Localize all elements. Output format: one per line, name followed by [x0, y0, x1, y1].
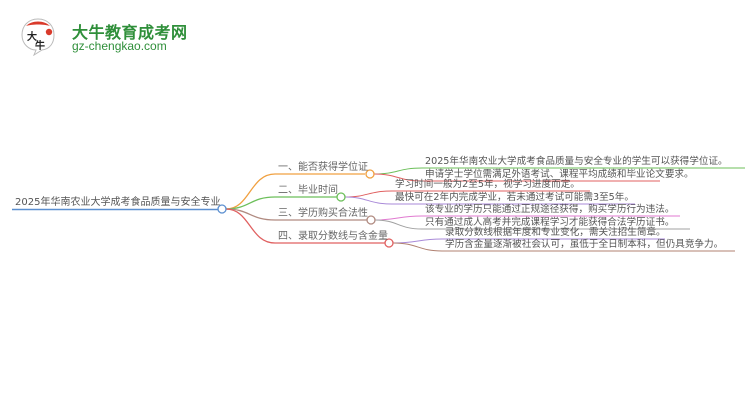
branch-3-node-toggle[interactable]: [366, 215, 376, 225]
svg-text:牛: 牛: [35, 39, 45, 52]
leaf-4b[interactable]: 学历含金量逐渐被社会认可，虽低于全日制本科，但仍具竞争力。: [445, 239, 724, 250]
branch-2-node-toggle[interactable]: [336, 192, 346, 202]
root-node-toggle[interactable]: [217, 204, 227, 214]
leaf-3a[interactable]: 该专业的学历只能通过正规途径获得，购买学历行为违法。: [425, 204, 675, 215]
logo-url: gz-chengkao.com: [72, 39, 167, 53]
branch-admission-score-value[interactable]: 四、录取分数线与含金量: [278, 231, 388, 242]
logo-title: 大牛教育成考网: [72, 23, 188, 42]
root-node[interactable]: 2025年华南农业大学成考食品质量与安全专业: [15, 197, 221, 208]
leaf-3b[interactable]: 只有通过成人高考并完成课程学习才能获得合法学历证书。: [425, 217, 675, 228]
branch-diploma-legality[interactable]: 三、学历购买合法性: [278, 208, 368, 219]
leaf-1a[interactable]: 2025年华南农业大学成考食品质量与安全专业的学生可以获得学位证。: [425, 156, 728, 167]
branch-degree-certificate[interactable]: 一、能否获得学位证: [278, 162, 368, 173]
leaf-2a[interactable]: 学习时间一般为2至5年，视学习进度而定。: [395, 179, 580, 190]
branch-1-node-toggle[interactable]: [365, 169, 375, 179]
leaf-1b[interactable]: 申请学士学位需满足外语考试、课程平均成绩和毕业论文要求。: [425, 169, 694, 180]
branch-graduation-time[interactable]: 二、毕业时间: [278, 185, 338, 196]
logo-badge-icon: 大 牛: [21, 18, 55, 56]
leaf-2b[interactable]: 最快可在2年内完成学业，若未通过考试可能需3至5年。: [395, 192, 634, 203]
branch-4-node-toggle[interactable]: [384, 238, 394, 248]
site-logo[interactable]: 大 牛 大牛教育成考网 gz-chengkao.com: [18, 12, 218, 57]
leaf-4a[interactable]: 录取分数线根据年度和专业变化，需关注招生简章。: [445, 227, 666, 238]
svg-text:大: 大: [27, 30, 37, 43]
